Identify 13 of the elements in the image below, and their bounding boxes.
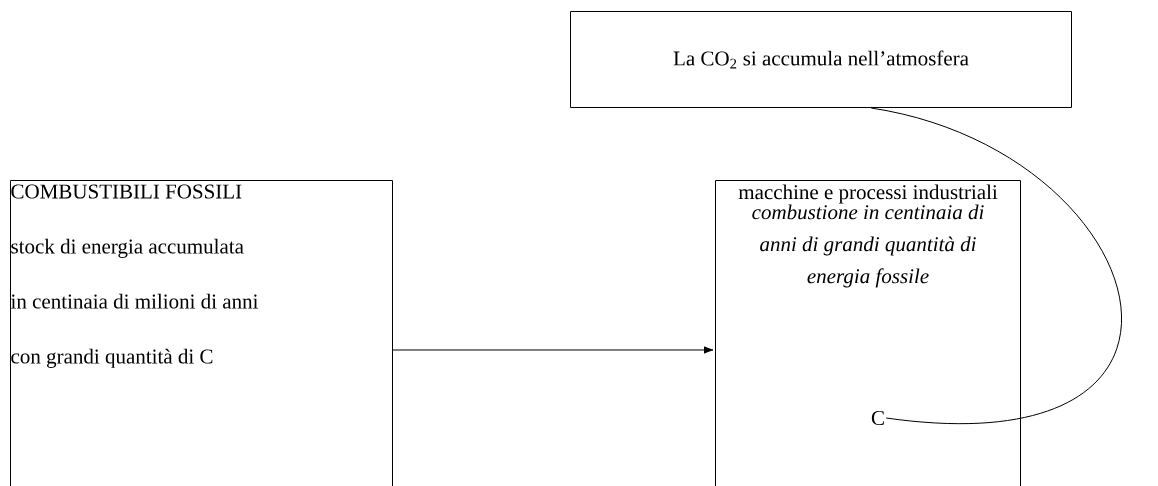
node-text: con grandi quantità di C	[11, 348, 213, 368]
node-text: COMBUSTIBILI FOSSILI	[11, 184, 242, 199]
node-text: combustione in centinaia di anni di grandi quantità di energia fossile	[752, 204, 984, 288]
process-box	[715, 180, 1021, 486]
connector-line	[870, 107, 1121, 425]
text-box	[570, 11, 1072, 108]
process-box	[10, 180, 393, 486]
node-text: macchine e processi industriali	[738, 184, 998, 204]
node-text: stock di energia accumulata	[11, 238, 244, 258]
node-text: in centinaia di milioni di anni	[10, 293, 259, 309]
arrow	[392, 346, 714, 354]
node-text: C	[871, 410, 884, 426]
node-text: La CO$_{2}$ si accumula nell’atmosfera	[673, 50, 969, 69]
